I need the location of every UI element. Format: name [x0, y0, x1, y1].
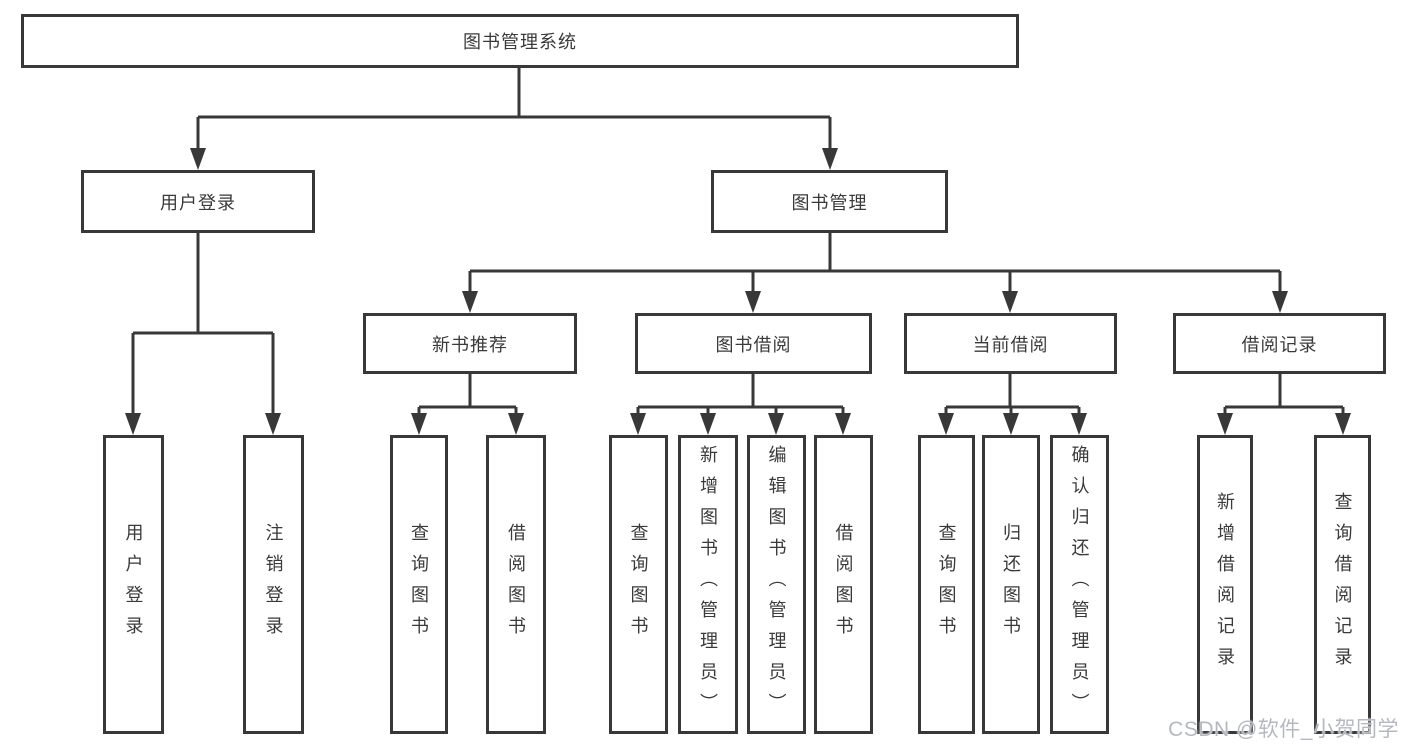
arrowhead-icon	[835, 413, 851, 435]
arrowhead-icon	[1002, 291, 1018, 313]
connector-root-to-level2	[190, 68, 838, 170]
node-borrow-records: 借阅记录	[1173, 313, 1386, 374]
arrowhead-icon	[1272, 291, 1288, 313]
node-label: 图书管理系统	[463, 32, 577, 52]
connector-borrow-records-children	[1217, 374, 1351, 435]
node-label: 确认归还（管理员）	[1069, 445, 1090, 724]
connector-current-borrowing-children	[938, 374, 1087, 435]
leaf-user-login: 用户登录	[103, 435, 164, 734]
node-label: 查询图书	[936, 522, 957, 647]
node-label: 查询图书	[409, 522, 429, 647]
arrowhead-icon	[1071, 413, 1087, 435]
connector-book-borrowing-children	[630, 374, 851, 435]
leaf-borrow-edit-books-admin: 编辑图书（管理员）	[747, 435, 806, 734]
arrowhead-icon	[125, 413, 141, 435]
arrowhead-icon	[265, 413, 281, 435]
node-book-borrowing: 图书借阅	[635, 313, 872, 374]
leaf-recommend-borrow-books: 借阅图书	[486, 435, 546, 734]
leaf-current-query-books: 查询图书	[918, 435, 975, 734]
node-label: 新增借阅记录	[1215, 491, 1235, 678]
arrowhead-icon	[700, 413, 716, 435]
leaf-borrow-borrow-books: 借阅图书	[814, 435, 873, 734]
node-current-borrowing: 当前借阅	[904, 313, 1117, 374]
leaf-logout: 注销登录	[243, 435, 304, 734]
leaf-recommend-query-books: 查询图书	[390, 435, 448, 734]
leaf-records-query-borrow-record: 查询借阅记录	[1314, 435, 1371, 734]
connector-user-login-children	[125, 233, 281, 435]
arrowhead-icon	[938, 413, 954, 435]
connector-book-management-children	[462, 233, 1288, 313]
node-label: 借阅图书	[506, 522, 526, 647]
leaf-borrow-query-books: 查询图书	[609, 435, 668, 734]
node-label: 查询借阅记录	[1332, 491, 1353, 678]
connector-new-book-recommend-children	[411, 374, 524, 435]
arrowhead-icon	[745, 291, 761, 313]
node-label: 注销登录	[263, 522, 284, 647]
arrowhead-icon	[822, 148, 838, 170]
leaf-borrow-add-books-admin: 新增图书（管理员）	[678, 435, 738, 734]
arrowhead-icon	[1003, 413, 1019, 435]
node-label: 查询图书	[628, 522, 649, 647]
node-label: 归还图书	[1001, 522, 1021, 647]
arrowhead-icon	[630, 413, 646, 435]
arrowhead-icon	[1217, 413, 1233, 435]
node-library-management-system: 图书管理系统	[21, 14, 1019, 68]
node-label: 用户登录	[123, 522, 144, 647]
leaf-records-add-borrow-record: 新增借阅记录	[1197, 435, 1253, 734]
arrowhead-icon	[411, 413, 427, 435]
leaf-current-return-books: 归还图书	[982, 435, 1040, 734]
watermark: CSDN @软件_小贺同学	[1168, 718, 1399, 741]
node-label: 新书推荐	[432, 334, 508, 355]
arrowhead-icon	[190, 148, 206, 170]
node-book-management: 图书管理	[711, 170, 948, 233]
arrowhead-icon	[462, 291, 478, 313]
node-label: 当前借阅	[972, 334, 1049, 355]
node-user-login: 用户登录	[81, 170, 315, 233]
arrowhead-icon	[508, 413, 524, 435]
node-label: 图书借阅	[715, 334, 792, 355]
node-label: 用户登录	[160, 192, 236, 213]
node-label: 借阅记录	[1241, 334, 1318, 355]
node-label: 图书管理	[791, 192, 868, 213]
node-new-book-recommend: 新书推荐	[363, 313, 577, 374]
node-label: 借阅图书	[833, 522, 854, 647]
leaf-current-confirm-return-admin: 确认归还（管理员）	[1050, 435, 1109, 734]
arrowhead-icon	[1335, 413, 1351, 435]
node-label: 新增图书（管理员）	[698, 445, 718, 724]
arrowhead-icon	[768, 413, 784, 435]
node-label: 编辑图书（管理员）	[766, 445, 787, 724]
